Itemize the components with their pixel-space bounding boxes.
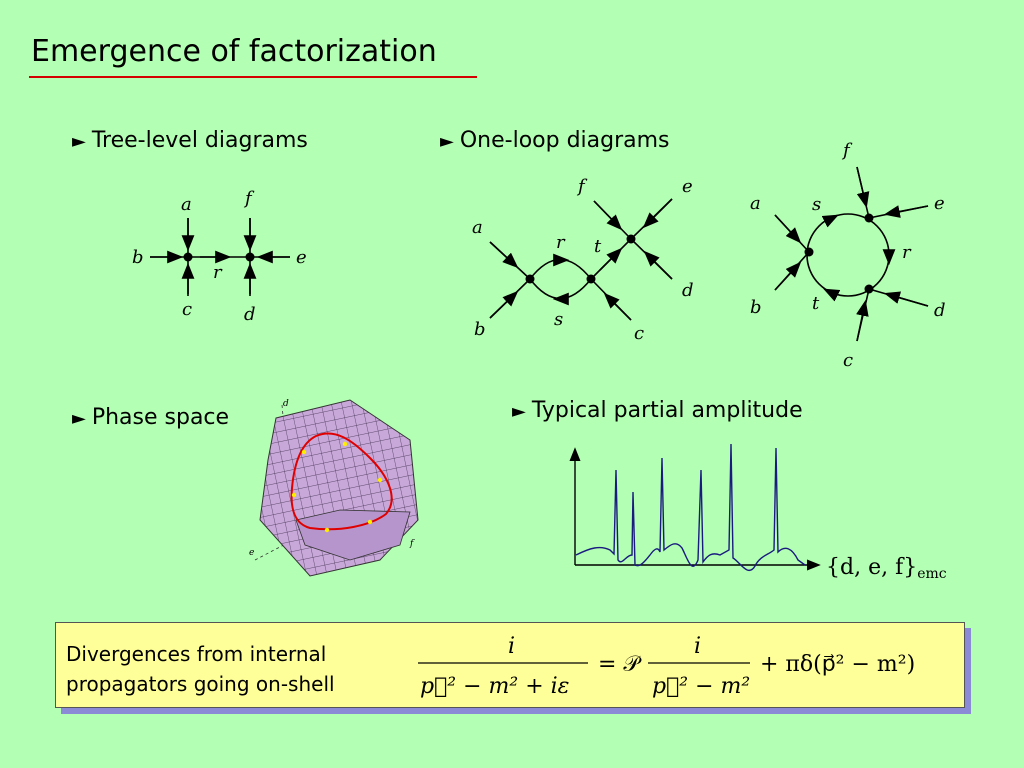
loop1-label-a: a [472,217,483,238]
loop2-label-f: f [841,140,853,161]
svg-text:i: i [694,634,701,659]
loop2-label-r: r [902,242,912,263]
bullet-tree-label: Tree-level diagrams [91,128,308,153]
phase-axis-e: e [249,548,254,558]
bullet-loop-label: One-loop diagrams [459,128,670,153]
callout-line-2: propagators going on-shell [66,672,335,696]
loop1-label-t: t [594,236,602,257]
callout-line-1: Divergences from internal [66,642,327,666]
amplitude-curve [575,443,806,572]
svg-text:p⃗² − m²: p⃗² − m² [652,674,750,699]
tree-label-a: a [181,194,192,215]
loop2-label-d: d [934,300,946,321]
slide-title: Emergence of factorization [31,34,437,69]
svg-text:i: i [508,634,515,659]
svg-text:= 𝒫: = 𝒫 [598,652,642,677]
loop2-label-c: c [843,350,853,371]
propagator-formula: i p⃗² − m² + iε = 𝒫 i p⃗² − m² + πδ(p⃗² … [418,634,915,699]
loop1-label-e: e [682,176,693,197]
loop2-label-t: t [812,293,820,314]
phase-axis-d: d [283,399,289,409]
bullet-typical-label: Typical partial amplitude [531,398,803,423]
tree-label-b: b [132,247,144,268]
loop2-label-a: a [750,193,761,214]
loop1-label-f: f [576,176,588,197]
phase-axis-f: f [409,539,415,549]
loop1-label-b: b [474,319,486,340]
loop1-label-c: c [634,323,644,344]
bullet-one-loop: ►One-loop diagrams [440,128,670,153]
bullet-typical-amplitude: ►Typical partial amplitude [512,398,803,423]
title-underline [29,76,477,78]
svg-text:p⃗² − m² + iε: p⃗² − m² + iε [420,674,569,699]
amplitude-x-label: {d, e, f}emc [826,555,947,582]
loop2-label-s: s [812,194,821,215]
bullet-marker-icon: ► [72,131,86,152]
tree-label-f: f [243,188,255,209]
loop2-label-e: e [934,193,945,214]
loop1-label-s: s [554,309,563,330]
loop1-label-r: r [556,232,566,253]
bullet-phase-space: ►Phase space [72,405,229,430]
bullet-tree-level: ►Tree-level diagrams [72,128,308,153]
callout-text: Divergences from internal propagators go… [66,639,396,699]
loop1-label-d: d [682,280,694,301]
loop2-label-b: b [750,297,762,318]
bullet-marker-icon: ► [72,408,86,429]
divergence-callout: Divergences from internal propagators go… [55,622,965,708]
svg-text:+ πδ(p⃗² − m²): + πδ(p⃗² − m²) [760,652,915,677]
tree-label-r: r [213,262,223,283]
bullet-phase-label: Phase space [91,405,230,430]
tree-label-c: c [182,299,192,320]
tree-label-e: e [296,247,307,268]
tree-label-d: d [244,304,256,325]
bullet-marker-icon: ► [512,401,526,422]
bullet-marker-icon: ► [440,131,454,152]
